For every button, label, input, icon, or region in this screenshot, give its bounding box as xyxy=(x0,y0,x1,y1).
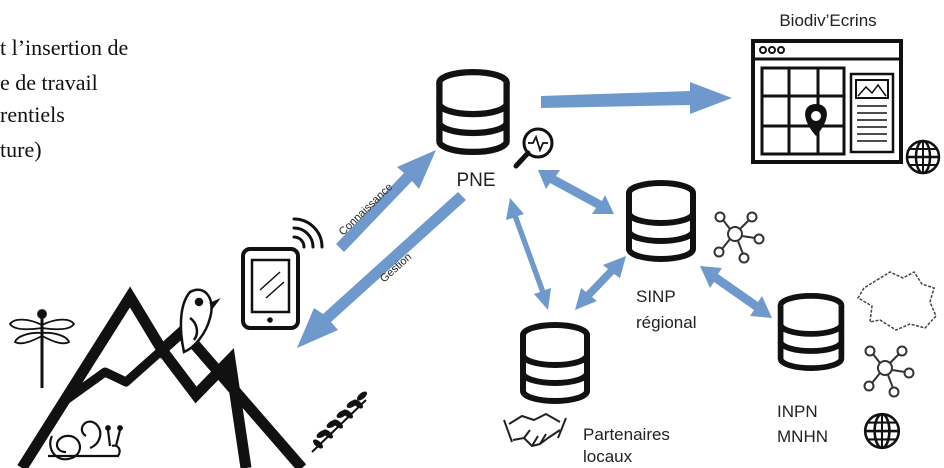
inpn-label-line1: INPN xyxy=(777,402,818,421)
globe-icon xyxy=(905,139,941,175)
partenaires-label-line2: locaux xyxy=(583,447,633,466)
handshake-icon xyxy=(503,413,567,447)
browser-window-icon xyxy=(751,39,903,164)
leaf-branch-icon xyxy=(311,391,367,453)
arrow-pne-sinp xyxy=(538,170,614,214)
arrow-pne-to-biodiv xyxy=(541,82,732,114)
sinp-label-line1: SINP xyxy=(636,287,676,306)
arrows: Connaissance Gestion xyxy=(297,82,772,348)
inpn-node: INPN MNHN xyxy=(777,271,937,450)
inpn-database-icon xyxy=(781,296,842,368)
sinp-label-line2: régional xyxy=(636,313,697,332)
intro-line-2: e de travail xyxy=(0,70,98,95)
globe-icon-inpn xyxy=(863,412,901,450)
dragonfly-icon xyxy=(8,309,76,388)
network-icon xyxy=(713,211,765,264)
pne-label: PNE xyxy=(456,170,495,191)
bird-icon xyxy=(179,288,221,354)
arrow-label-connaissance: Connaissance xyxy=(337,181,395,238)
network-icon-inpn xyxy=(863,345,915,398)
arrow-sinp-partenaires xyxy=(575,256,626,310)
smartphone-icon xyxy=(241,217,324,330)
inpn-label-line2: MNHN xyxy=(777,427,828,446)
signal-waves-icon xyxy=(292,217,324,249)
partenaires-node: Partenaires locaux xyxy=(503,325,670,466)
snail-icon xyxy=(48,420,123,461)
sinp-database-icon xyxy=(629,183,693,259)
map-pin-icon xyxy=(805,104,827,136)
intro-line-3: rentiels xyxy=(0,102,65,127)
intro-line-1: t l’insertion de xyxy=(0,35,129,60)
partenaires-database-icon xyxy=(523,325,587,401)
biodiv-label: Biodiv’Ecrins xyxy=(779,11,876,30)
mountain-illustration xyxy=(8,286,367,468)
sinp-node: SINP régional xyxy=(629,183,765,332)
pne-database-icon xyxy=(439,72,506,152)
intro-line-4: ture) xyxy=(0,137,42,162)
arrow-gestion: Gestion xyxy=(297,192,466,348)
magnifier-icon xyxy=(513,127,554,169)
arrow-pne-partenaires xyxy=(506,198,551,310)
arrow-sinp-inpn xyxy=(700,266,772,318)
france-map-icon xyxy=(856,271,937,331)
pne-node: PNE xyxy=(439,72,554,191)
partenaires-label-line1: Partenaires xyxy=(583,425,670,444)
biodiv-node: Biodiv’Ecrins xyxy=(751,11,941,175)
